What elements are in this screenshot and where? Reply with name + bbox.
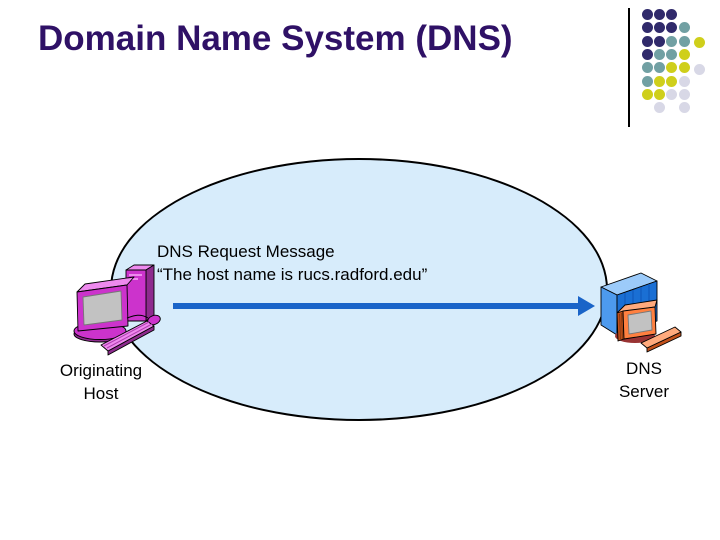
decoration-dot: [666, 35, 677, 47]
decoration-dot: [642, 88, 653, 100]
decoration-dot: [679, 62, 690, 74]
decoration-dot: [654, 9, 665, 20]
decoration-dot: [679, 48, 690, 60]
decoration-dot: [654, 88, 665, 100]
decoration-vertical-line: [628, 8, 630, 127]
dns-server-label: DNS Server: [618, 359, 670, 401]
originating-host-icon: [73, 264, 161, 356]
decoration-dot: [666, 62, 677, 74]
request-arrow-icon: [173, 296, 595, 316]
decoration-dot: [666, 48, 677, 60]
decoration-dot: [694, 37, 705, 49]
decoration-dot: [642, 9, 653, 20]
bullet-dots-decoration: [642, 9, 712, 129]
decoration-dot: [654, 35, 665, 47]
originating-host-label: Originating Host: [59, 361, 143, 403]
decoration-dot: [654, 102, 665, 114]
decoration-dot: [642, 75, 653, 87]
decoration-dot: [654, 22, 665, 34]
decoration-dot: [642, 62, 653, 74]
decoration-dot: [654, 48, 665, 60]
dns-transaction-ellipse: [110, 158, 608, 421]
message-line-1: DNS Request Message: [157, 242, 335, 261]
decoration-dot: [666, 22, 677, 34]
decoration-dot: [679, 88, 690, 100]
decoration-dot: [694, 63, 705, 75]
decoration-dot: [666, 75, 677, 87]
decoration-dot: [679, 35, 690, 47]
message-line-2: “The host name is rucs.radford.edu”: [157, 265, 428, 284]
decoration-dot: [666, 9, 677, 20]
decoration-dot: [642, 35, 653, 47]
decoration-dot: [679, 75, 690, 87]
decoration-dot: [642, 22, 653, 34]
decoration-dot: [654, 62, 665, 74]
decoration-dot: [679, 102, 690, 114]
decoration-dot: [642, 48, 653, 60]
decoration-dot: [654, 75, 665, 87]
dns-server-icon: [600, 272, 682, 353]
decoration-dot: [666, 88, 677, 100]
decoration-dot: [679, 22, 690, 34]
page-title: Domain Name System (DNS): [38, 19, 513, 58]
dns-request-message: DNS Request Message “The host name is ru…: [157, 240, 427, 286]
